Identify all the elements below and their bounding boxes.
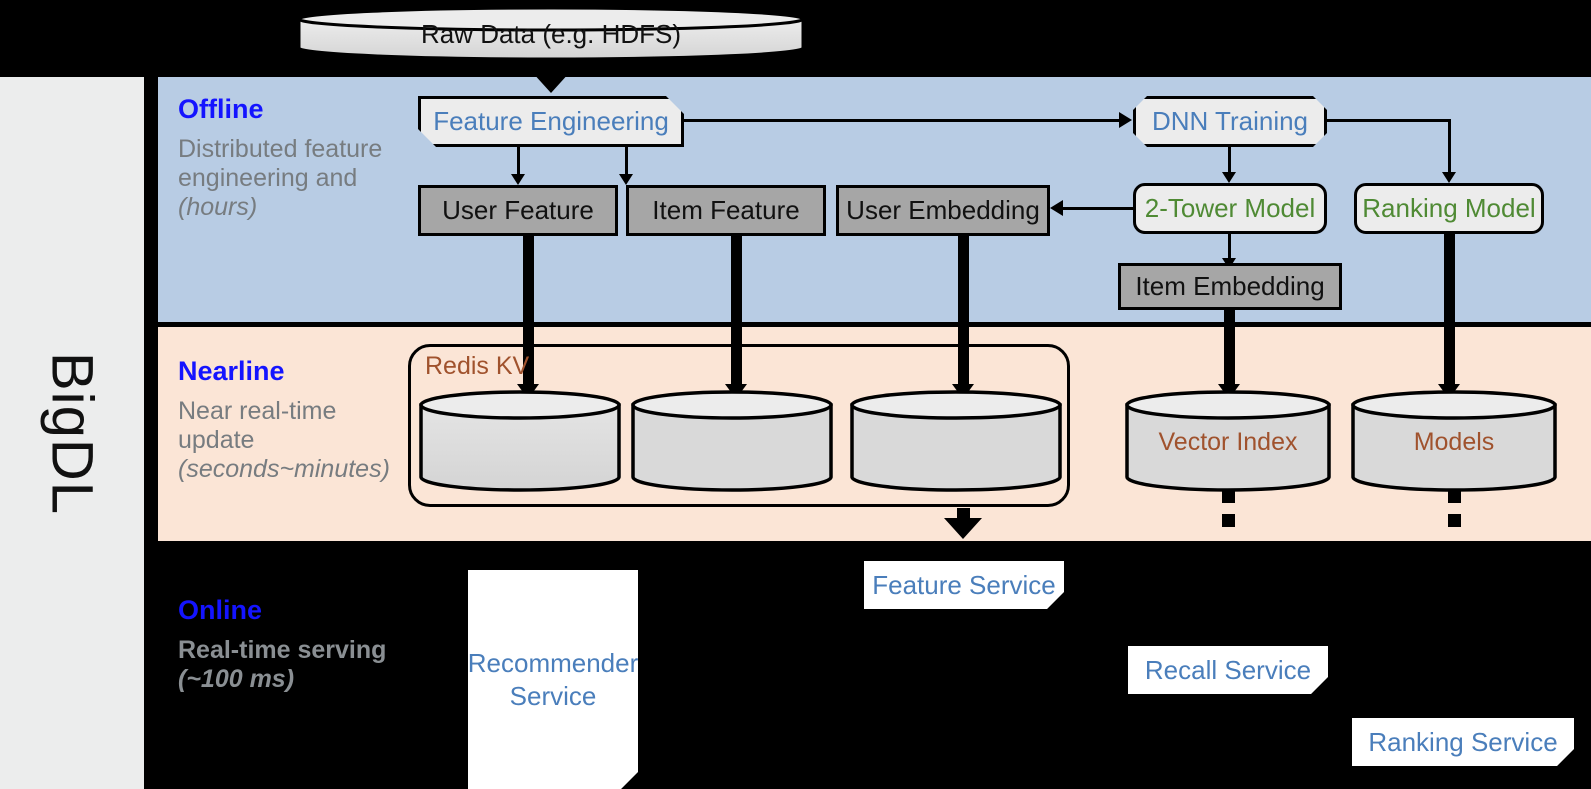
arrow-fe-dnn xyxy=(1119,112,1132,128)
offline-caption: Offline Distributed feature engineering … xyxy=(178,94,393,222)
nearline-subtitle-text: Near real-time update xyxy=(178,396,337,454)
conn-fe-userfeature xyxy=(517,147,520,177)
online-subtitle-text: Real-time serving xyxy=(178,635,387,664)
bigdl-sidebar: BigDL xyxy=(0,77,144,789)
offline-subtitle-text: Distributed feature engineering and xyxy=(178,134,383,192)
two-tower-model-label: 2-Tower Model xyxy=(1144,193,1316,223)
arrow-2tower-userembedding xyxy=(1050,200,1063,216)
conn-vectorindex-recall-stub2 xyxy=(1222,514,1235,527)
arrow-rawdata-fe xyxy=(532,72,570,93)
conn-dnn-2tower xyxy=(1228,147,1231,175)
item-feature-label: Item Feature xyxy=(652,195,800,225)
feature-service-note[interactable]: Feature Service xyxy=(864,561,1064,609)
conn-redis-featureservice-stub xyxy=(957,508,970,521)
arrow-fe-itemfeature xyxy=(619,174,633,185)
item-embedding-node[interactable]: Item Embedding xyxy=(1118,263,1342,310)
raw-data-label: Raw Data (e.g. HDFS) xyxy=(420,19,682,49)
raw-data-cylinder: Raw Data (e.g. HDFS) xyxy=(296,5,806,62)
ranking-model-label: Ranking Model xyxy=(1362,193,1536,223)
arrow-fe-userfeature xyxy=(511,174,525,185)
offline-subtitle-italic: (hours) xyxy=(178,192,258,221)
redis-kv-container xyxy=(408,344,1070,507)
models-cylinder[interactable]: Models xyxy=(1350,390,1558,492)
conn-rankingmodel-models xyxy=(1444,234,1455,388)
recall-service-note[interactable]: Recall Service xyxy=(1128,646,1328,694)
conn-userembedding-redis xyxy=(958,236,969,388)
feature-engineering-node[interactable]: Feature Engineering xyxy=(418,96,684,147)
online-subtitle: Real-time serving (~100 ms) xyxy=(178,636,393,694)
models-label: Models xyxy=(1413,428,1495,456)
nearline-subtitle: Near real-time update (seconds~minutes) xyxy=(178,397,413,484)
arrow-dnn-2tower xyxy=(1222,172,1236,183)
bigdl-brand-text: BigDL xyxy=(39,351,105,515)
conn-dnn-ranking-v xyxy=(1448,119,1451,175)
online-caption: Online Real-time serving (~100 ms) xyxy=(178,595,393,694)
conn-itemembedding-vectorindex xyxy=(1224,310,1235,388)
recall-service-label: Recall Service xyxy=(1144,654,1312,685)
feature-engineering-label: Feature Engineering xyxy=(433,106,669,136)
offline-title: Offline xyxy=(178,94,264,124)
ranking-service-label: Ranking Service xyxy=(1368,726,1558,757)
conn-2tower-itemembedding xyxy=(1228,234,1231,262)
vector-index-label: Vector Index xyxy=(1158,428,1298,456)
dnn-training-node[interactable]: DNN Training xyxy=(1133,96,1327,147)
recommender-service-label: Recommender Service xyxy=(467,648,639,711)
two-tower-model-node[interactable]: 2-Tower Model xyxy=(1133,183,1327,234)
band-divider xyxy=(158,322,1591,327)
conn-2tower-userembedding xyxy=(1063,207,1135,210)
conn-fe-itemfeature xyxy=(625,147,628,177)
conn-userfeature-redis xyxy=(523,236,534,388)
user-feature-node[interactable]: User Feature xyxy=(418,185,618,236)
nearline-caption: Nearline Near real-time update (seconds~… xyxy=(178,356,413,484)
conn-fe-dnn xyxy=(684,119,1120,122)
user-embedding-label: User Embedding xyxy=(846,195,1040,225)
redis-cylinder-2[interactable] xyxy=(630,390,834,492)
feature-service-label: Feature Service xyxy=(872,569,1056,600)
nearline-title: Nearline xyxy=(178,356,285,386)
conn-models-ranking-stub1 xyxy=(1448,490,1461,503)
item-embedding-label: Item Embedding xyxy=(1135,271,1325,301)
conn-vectorindex-recall-stub1 xyxy=(1222,490,1235,503)
arrow-redis-featureservice xyxy=(944,518,982,539)
online-title: Online xyxy=(178,595,263,625)
redis-cylinder-3[interactable] xyxy=(849,390,1063,492)
conn-rawdata-fe xyxy=(546,58,557,76)
arrow-dnn-ranking xyxy=(1442,172,1456,183)
dnn-training-label: DNN Training xyxy=(1151,106,1309,136)
conn-itemfeature-redis xyxy=(731,236,742,388)
nearline-subtitle-italic: (seconds~minutes) xyxy=(178,454,390,483)
redis-cylinder-1[interactable] xyxy=(418,390,622,492)
online-subtitle-italic: (~100 ms) xyxy=(178,664,295,693)
item-feature-node[interactable]: Item Feature xyxy=(626,185,826,236)
recommender-service-note[interactable]: Recommender Service xyxy=(468,570,638,789)
user-feature-label: User Feature xyxy=(442,195,594,225)
redis-kv-label: Redis KV xyxy=(425,352,530,380)
vector-index-cylinder[interactable]: Vector Index xyxy=(1124,390,1332,492)
offline-subtitle: Distributed feature engineering and (hou… xyxy=(178,135,393,222)
conn-models-ranking-stub2 xyxy=(1448,514,1461,527)
conn-dnn-ranking-h xyxy=(1327,119,1451,122)
bigdl-brand-label: BigDL xyxy=(0,77,144,789)
user-embedding-node[interactable]: User Embedding xyxy=(836,185,1050,236)
ranking-model-node[interactable]: Ranking Model xyxy=(1354,183,1544,234)
ranking-service-note[interactable]: Ranking Service xyxy=(1352,718,1574,766)
